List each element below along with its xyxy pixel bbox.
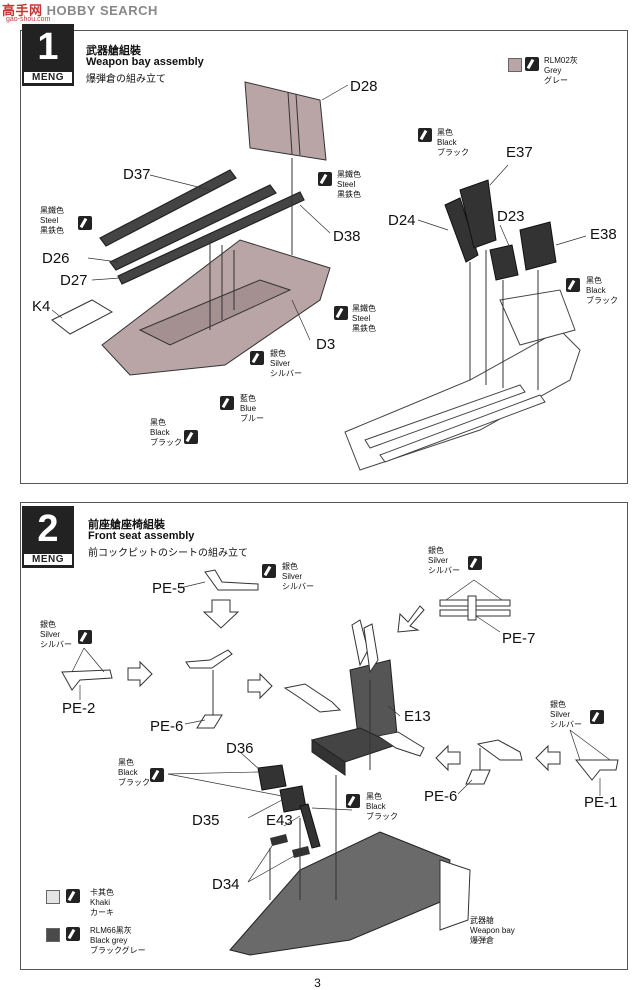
part-label: D27 xyxy=(60,272,88,289)
step2-panel xyxy=(20,502,628,970)
part-label: D28 xyxy=(350,78,378,95)
brush-icon xyxy=(66,927,80,941)
part-label: PE-1 xyxy=(584,794,618,811)
brush-icon xyxy=(318,172,332,186)
part-label: E43 xyxy=(266,812,293,829)
watermark-url: gao-shou.com xyxy=(6,16,51,23)
part-label: PE-6 xyxy=(150,718,184,735)
part-label: E13 xyxy=(404,708,431,725)
part-label: D38 xyxy=(333,228,361,245)
blackgrey-swatch xyxy=(46,928,60,942)
brush-icon xyxy=(262,564,276,578)
step2-badge: 2 MENG xyxy=(22,506,74,568)
part-label: PE-2 xyxy=(62,700,96,717)
part-label: D36 xyxy=(226,740,254,757)
step2-title-zh: 前座艙座椅組裝 xyxy=(88,519,165,531)
page-number: 3 xyxy=(314,976,321,990)
brush-icon xyxy=(525,57,539,71)
part-label: K4 xyxy=(32,298,51,315)
part-label: PE-5 xyxy=(152,580,186,597)
brush-icon xyxy=(250,351,264,365)
part-label: D23 xyxy=(497,208,525,225)
part-label: E37 xyxy=(506,144,533,161)
part-label: D37 xyxy=(123,166,151,183)
part-label: PE-6 xyxy=(424,788,458,805)
step1-title-en: Weapon bay assembly xyxy=(86,56,204,68)
part-label: D34 xyxy=(212,876,240,893)
step2-title-en: Front seat assembly xyxy=(88,530,195,542)
brush-icon xyxy=(566,278,580,292)
step1-panel xyxy=(20,30,628,484)
step2-title-jp: 前コックピットのシートの組み立て xyxy=(88,548,248,559)
brush-icon xyxy=(78,630,92,644)
brush-icon xyxy=(66,889,80,903)
brush-icon xyxy=(78,216,92,230)
part-label: D24 xyxy=(388,212,416,229)
meng-logo: MENG xyxy=(24,554,72,565)
brush-icon xyxy=(468,556,482,570)
part-label: PE-7 xyxy=(502,630,536,647)
brush-icon xyxy=(184,430,198,444)
brush-icon xyxy=(334,306,348,320)
step1-title-zh: 武器艙組裝 xyxy=(86,45,141,57)
part-label: D35 xyxy=(192,812,220,829)
step1-title-jp: 爆弾倉の組み立て xyxy=(86,74,166,85)
khaki-swatch xyxy=(46,890,60,904)
brush-icon xyxy=(418,128,432,142)
watermark: 高手网 HOBBY SEARCH xyxy=(2,3,158,18)
brush-icon xyxy=(590,710,604,724)
brush-icon xyxy=(346,794,360,808)
grey-swatch xyxy=(508,58,522,72)
part-label: D26 xyxy=(42,250,70,267)
brush-icon xyxy=(150,768,164,782)
meng-logo: MENG xyxy=(24,72,72,83)
brush-icon xyxy=(220,396,234,410)
step1-badge: 1 MENG xyxy=(22,24,74,86)
part-label: E38 xyxy=(590,226,617,243)
part-label: D3 xyxy=(316,336,336,353)
